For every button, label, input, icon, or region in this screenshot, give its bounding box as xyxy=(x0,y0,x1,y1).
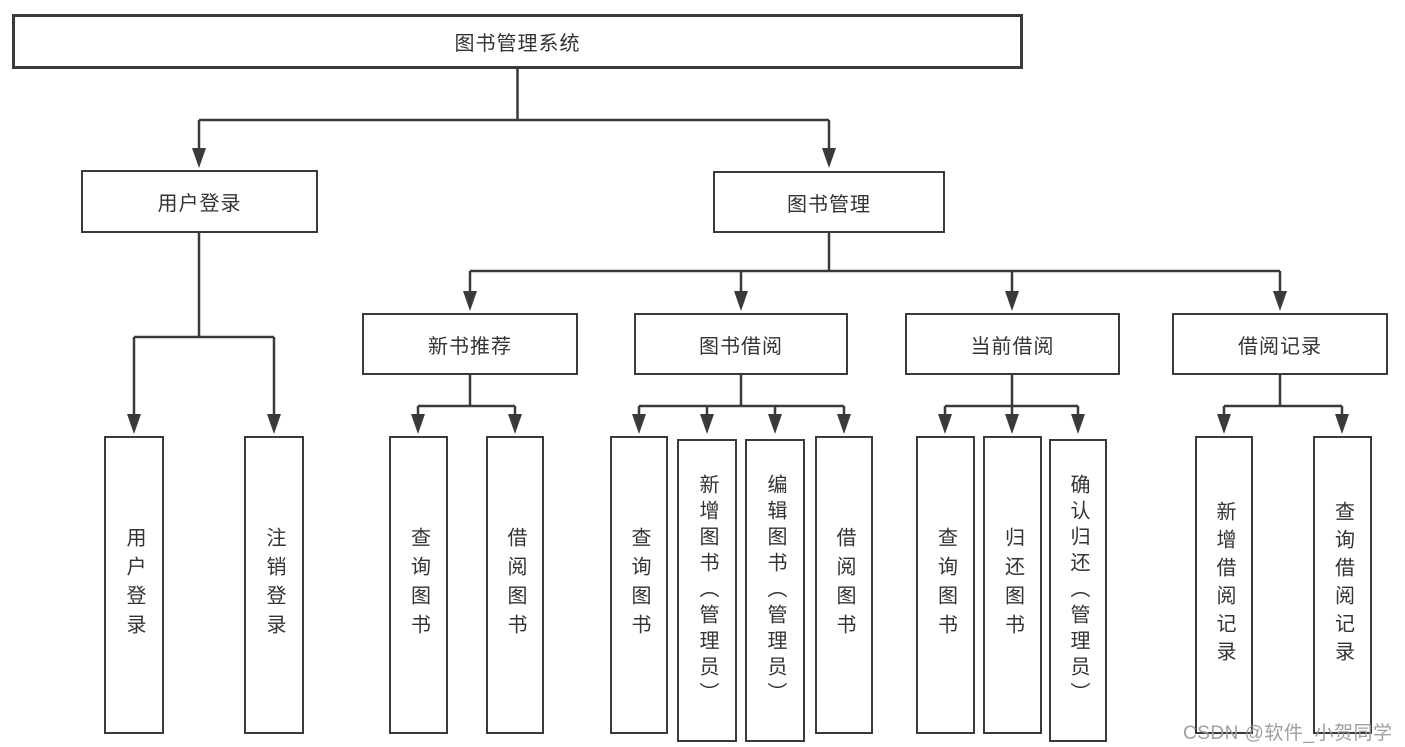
leaf-logout-label: 注销登录 xyxy=(263,527,285,643)
node-borrow-records-label: 借阅记录 xyxy=(1238,335,1322,358)
edges-current-borrow-children xyxy=(938,375,1085,434)
leaf-return-books: 归还图书 xyxy=(983,436,1042,734)
edges-new-book-recommend-children xyxy=(411,375,522,434)
node-user-login-label: 用户登录 xyxy=(157,193,242,215)
node-root-label: 图书管理系统 xyxy=(454,33,581,55)
csdn-watermark: CSDN @软件_小贺同学 xyxy=(1183,723,1393,744)
node-borrow-records: 借阅记录 xyxy=(1172,313,1388,375)
leaf-query-books-borrow: 查询图书 xyxy=(610,436,668,734)
node-book-management: 图书管理 xyxy=(713,171,945,233)
leaf-confirm-return-admin: 确认归还（管理员） xyxy=(1049,439,1107,742)
leaf-add-books-admin-label: 新增图书（管理员） xyxy=(696,473,718,708)
leaf-edit-books-admin: 编辑图书（管理员） xyxy=(745,439,805,742)
leaf-query-borrow-record: 查询借阅记录 xyxy=(1313,436,1372,734)
leaf-edit-books-admin-label: 编辑图书（管理员） xyxy=(764,473,786,708)
leaf-borrow-books-recommend: 借阅图书 xyxy=(486,436,544,734)
node-root: 图书管理系统 xyxy=(12,14,1023,69)
edges-book-management-children xyxy=(463,233,1287,311)
leaf-query-books-recommend: 查询图书 xyxy=(389,436,448,734)
leaf-user-login: 用户登录 xyxy=(104,436,164,734)
leaf-borrow-books-recommend-label: 借阅图书 xyxy=(504,527,526,643)
leaf-query-books-recommend-label: 查询图书 xyxy=(407,527,430,643)
node-current-borrow-label: 当前借阅 xyxy=(970,335,1055,358)
node-user-login: 用户登录 xyxy=(81,170,318,233)
leaf-confirm-return-admin-label: 确认归还（管理员） xyxy=(1067,473,1089,708)
leaf-add-books-admin: 新增图书（管理员） xyxy=(677,439,737,742)
leaf-query-books-current-label: 查询图书 xyxy=(934,527,957,643)
edges-borrow-records-children xyxy=(1217,375,1349,434)
edges-book-borrow-children xyxy=(632,375,851,434)
leaf-logout: 注销登录 xyxy=(244,436,304,734)
edges-user-login-children xyxy=(127,233,281,434)
node-new-book-recommend: 新书推荐 xyxy=(362,313,578,375)
node-book-borrow: 图书借阅 xyxy=(634,313,848,375)
leaf-query-books-borrow-label: 查询图书 xyxy=(628,527,650,643)
edges-root-to-level2 xyxy=(192,68,836,168)
node-book-borrow-label: 图书借阅 xyxy=(699,335,783,358)
node-new-book-recommend-label: 新书推荐 xyxy=(428,335,512,358)
node-current-borrow: 当前借阅 xyxy=(905,313,1120,375)
leaf-query-borrow-record-label: 查询借阅记录 xyxy=(1331,501,1354,669)
leaf-borrow-books-borrow-label: 借阅图书 xyxy=(833,527,855,643)
leaf-user-login-label: 用户登录 xyxy=(123,527,145,643)
leaf-add-borrow-record: 新增借阅记录 xyxy=(1195,436,1253,734)
node-book-management-label: 图书管理 xyxy=(787,193,871,216)
leaf-return-books-label: 归还图书 xyxy=(1001,527,1024,643)
leaf-query-books-current: 查询图书 xyxy=(916,436,975,734)
leaf-borrow-books-borrow: 借阅图书 xyxy=(815,436,873,734)
leaf-add-borrow-record-label: 新增借阅记录 xyxy=(1213,501,1235,669)
